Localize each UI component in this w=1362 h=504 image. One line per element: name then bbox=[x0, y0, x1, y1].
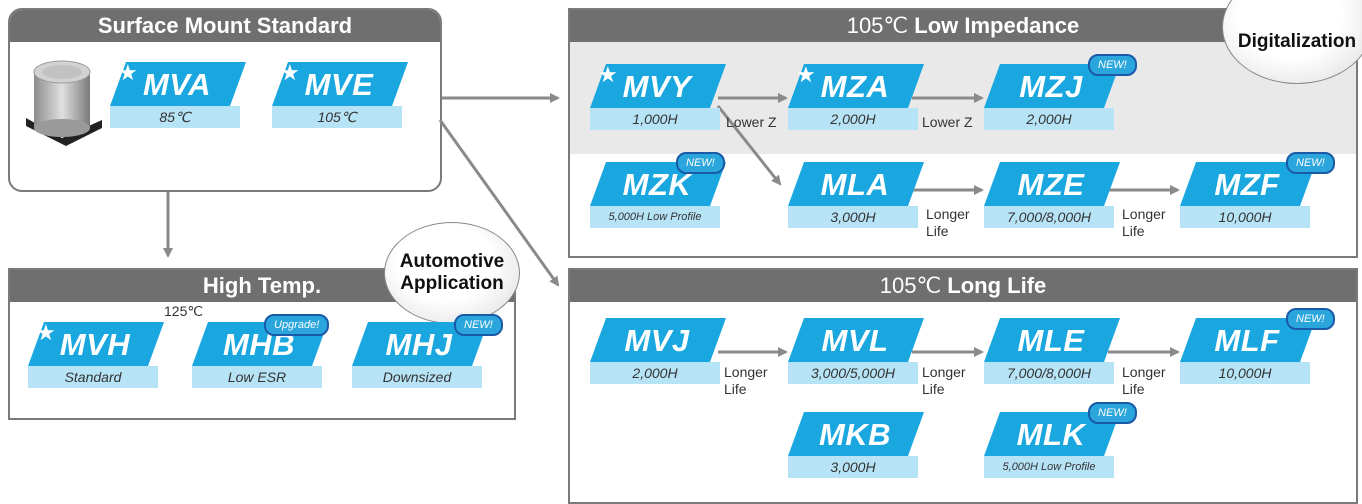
series-name: MZK bbox=[622, 167, 692, 202]
series-spec: 5,000H Low Profile bbox=[984, 456, 1114, 478]
series-name: MVJ bbox=[624, 323, 690, 358]
series-card-mvy[interactable]: ★ MVY 1,000H bbox=[590, 62, 727, 130]
new-badge: NEW! bbox=[1088, 402, 1137, 424]
series-card-mvj[interactable]: MVJ 2,000H bbox=[590, 318, 727, 384]
star-icon: ★ bbox=[280, 60, 300, 85]
label-longer: Longer bbox=[922, 364, 966, 380]
label-longer: Longer bbox=[1122, 206, 1166, 222]
series-card-mzj[interactable]: MZJ 2,000H bbox=[984, 64, 1121, 130]
arrow-surface-to-longlife bbox=[438, 119, 560, 287]
series-spec: 85℃ bbox=[110, 106, 240, 128]
label-lower-z-2: Lower Z bbox=[922, 114, 973, 130]
series-name: MZJ bbox=[1019, 69, 1083, 104]
series-card-mhj[interactable]: MHJ Downsized bbox=[352, 322, 489, 388]
series-card-mlk[interactable]: MLK 5,000H Low Profile bbox=[984, 412, 1121, 478]
long-life-text: Long Life bbox=[947, 273, 1047, 298]
automotive-line2: Application bbox=[400, 273, 504, 294]
series-card-mlf[interactable]: MLF 10,000H bbox=[1180, 318, 1317, 384]
series-name: MZA bbox=[820, 69, 890, 104]
series-spec: 10,000H bbox=[1180, 362, 1310, 384]
series-card-mla[interactable]: MLA 3,000H bbox=[788, 162, 925, 228]
series-card-mvl[interactable]: MVL 3,000/5,000H bbox=[788, 318, 925, 384]
low-impedance-text: Low Impedance bbox=[914, 13, 1080, 38]
series-spec: 10,000H bbox=[1180, 206, 1310, 228]
new-badge: NEW! bbox=[454, 314, 503, 336]
low-impedance-temp: 105℃ bbox=[846, 13, 909, 38]
long-life-temp: 105℃ bbox=[879, 273, 942, 298]
star-icon: ★ bbox=[796, 62, 816, 87]
series-name: MVY bbox=[622, 69, 692, 104]
star-icon: ★ bbox=[36, 320, 56, 345]
label-life: Life bbox=[1122, 223, 1145, 239]
series-name: MZF bbox=[1214, 167, 1280, 202]
series-name: MHJ bbox=[385, 327, 453, 362]
series-name: MVA bbox=[142, 67, 212, 102]
automotive-line1: Automotive bbox=[399, 251, 505, 272]
series-card-mkb[interactable]: MKB 3,000H bbox=[788, 412, 925, 478]
label-life: Life bbox=[724, 381, 747, 397]
series-name: MLA bbox=[820, 167, 890, 202]
series-spec: 2,000H bbox=[590, 362, 720, 384]
label-longer: Longer bbox=[1122, 364, 1166, 380]
series-card-mve[interactable]: ★ MVE 105℃ bbox=[272, 60, 409, 128]
new-badge: NEW! bbox=[676, 152, 725, 174]
series-spec: 7,000/8,000H bbox=[984, 206, 1114, 228]
capacitor-image bbox=[26, 60, 102, 146]
surface-mount-title: Surface Mount Standard bbox=[10, 10, 440, 42]
series-spec: 1,000H bbox=[590, 108, 720, 130]
series-name: MVH bbox=[59, 327, 131, 362]
series-name: MLE bbox=[1017, 323, 1085, 358]
arrow-mvy-mla bbox=[716, 105, 782, 186]
series-card-mva[interactable]: ★ MVA 85℃ bbox=[110, 60, 247, 128]
label-lower-z-1: Lower Z bbox=[726, 114, 777, 130]
series-card-mle[interactable]: MLE 7,000/8,000H bbox=[984, 318, 1121, 384]
series-name: MVE bbox=[304, 67, 374, 102]
label-longer: Longer bbox=[724, 364, 768, 380]
new-badge: NEW! bbox=[1286, 308, 1335, 330]
series-card-mvh[interactable]: ★ MVH Standard bbox=[28, 320, 165, 388]
series-spec: 3,000H bbox=[788, 206, 918, 228]
new-badge: NEW! bbox=[1286, 152, 1335, 174]
series-spec: 3,000H bbox=[788, 456, 918, 478]
series-spec: Standard bbox=[28, 366, 158, 388]
series-spec: Downsized bbox=[352, 366, 482, 388]
label-life: Life bbox=[922, 381, 945, 397]
star-icon: ★ bbox=[598, 62, 618, 87]
label-life: Life bbox=[926, 223, 949, 239]
series-name: MLF bbox=[1214, 323, 1280, 358]
series-spec: 105℃ bbox=[272, 106, 402, 128]
series-card-mze[interactable]: MZE 7,000/8,000H bbox=[984, 162, 1121, 228]
label-longer: Longer bbox=[926, 206, 970, 222]
series-spec: 3,000/5,000H bbox=[788, 362, 918, 384]
upgrade-badge: Upgrade! bbox=[264, 314, 330, 336]
series-card-mhb[interactable]: MHB Low ESR bbox=[192, 322, 329, 388]
series-card-mza[interactable]: ★ MZA 2,000H bbox=[788, 62, 925, 130]
series-card-mzf[interactable]: MZF 10,000H bbox=[1180, 162, 1317, 228]
series-spec: 5,000H Low Profile bbox=[590, 206, 720, 228]
series-card-mzk[interactable]: MZK 5,000H Low Profile bbox=[590, 162, 727, 228]
series-name: MKB bbox=[818, 417, 892, 452]
series-spec: 2,000H bbox=[788, 108, 918, 130]
series-spec: 7,000/8,000H bbox=[984, 362, 1114, 384]
series-spec: Low ESR bbox=[192, 366, 322, 388]
new-badge: NEW! bbox=[1088, 54, 1137, 76]
label-life: Life bbox=[1122, 381, 1145, 397]
series-name: MLK bbox=[1016, 417, 1086, 452]
temp-note-125: 125℃ bbox=[164, 303, 204, 319]
star-icon: ★ bbox=[118, 60, 138, 85]
series-name: MVL bbox=[821, 323, 889, 358]
long-life-title: 105℃ Long Life bbox=[570, 270, 1356, 302]
series-spec: 2,000H bbox=[984, 108, 1114, 130]
series-name: MZE bbox=[1017, 167, 1085, 202]
digitalization-text: Digitalization bbox=[1237, 31, 1357, 52]
